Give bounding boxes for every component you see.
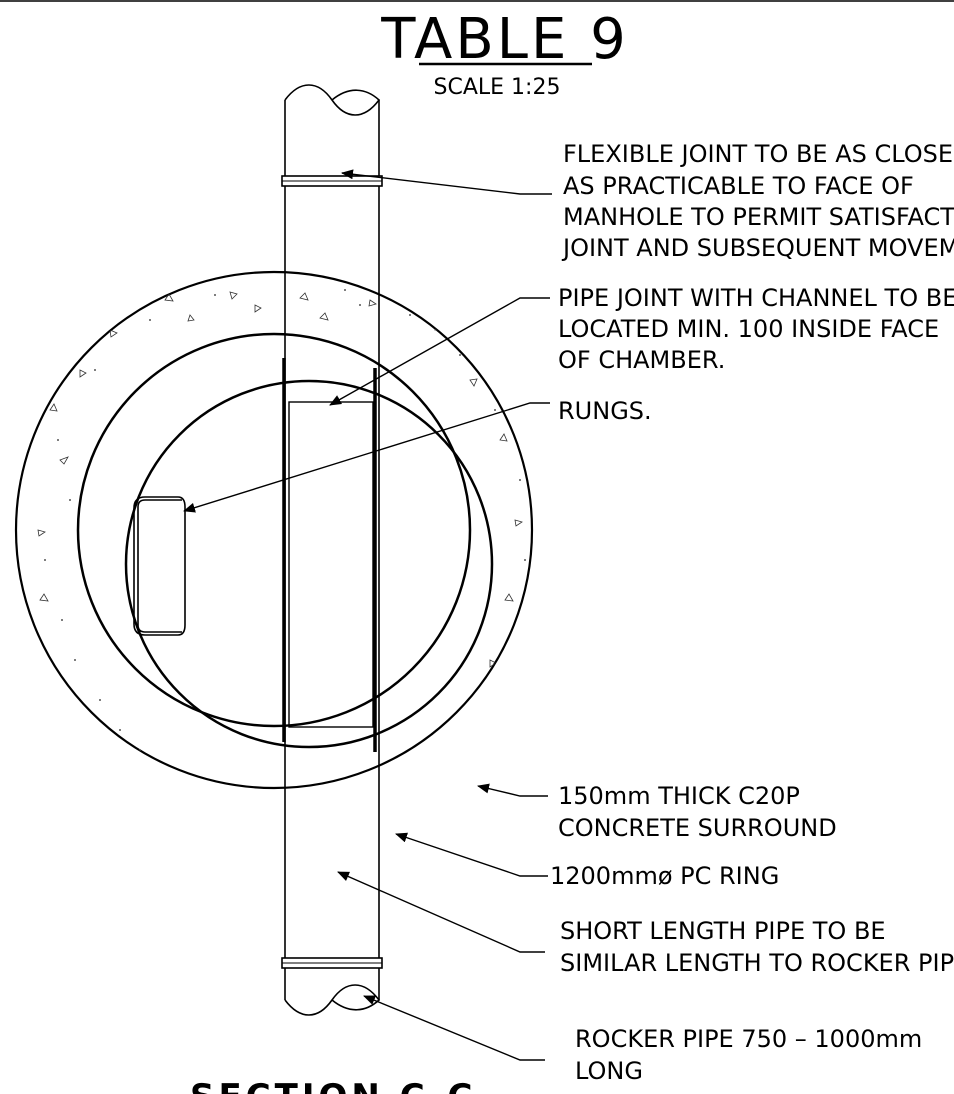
note-rungs: RUNGS. xyxy=(558,397,652,425)
svg-text:FLEXIBLE JOINT TO BE AS CLOSE: FLEXIBLE JOINT TO BE AS CLOSE xyxy=(563,140,953,168)
pipe-channel xyxy=(288,401,374,728)
pipe-run xyxy=(281,84,383,1016)
rungs xyxy=(133,496,186,636)
leader-pipe-joint xyxy=(329,297,550,406)
leader-concrete xyxy=(477,783,548,797)
pipe-break-top xyxy=(284,84,381,116)
concrete-surround xyxy=(14,270,534,790)
note-concrete-surround: 150mm THICK C20P CONCRETE SURROUND xyxy=(558,782,837,842)
pipe-break-bottom xyxy=(284,984,381,1016)
leader-rocker-pipe xyxy=(363,995,545,1061)
svg-text:RUNGS.: RUNGS. xyxy=(558,397,652,425)
leader-pc-ring xyxy=(395,832,548,877)
svg-text:CONCRETE SURROUND: CONCRETE SURROUND xyxy=(558,814,837,842)
note-short-pipe: SHORT LENGTH PIPE TO BE SIMILAR LENGTH T… xyxy=(560,917,954,977)
svg-text:LOCATED MIN. 100 INSIDE FACE: LOCATED MIN. 100 INSIDE FACE xyxy=(558,315,939,343)
svg-text:LONG: LONG xyxy=(575,1057,643,1085)
pc-ring-outer xyxy=(76,332,472,728)
svg-text:SHORT LENGTH PIPE TO BE: SHORT LENGTH PIPE TO BE xyxy=(560,917,886,945)
svg-text:OF CHAMBER.: OF CHAMBER. xyxy=(558,346,725,374)
flexible-joint-top xyxy=(281,175,383,187)
flexible-joint-bottom xyxy=(281,957,383,969)
svg-text:PIPE JOINT WITH CHANNEL TO BE: PIPE JOINT WITH CHANNEL TO BE xyxy=(558,284,954,312)
note-pc-ring: 1200mmø PC RING xyxy=(550,862,779,890)
drawing-scale: SCALE 1:25 xyxy=(434,75,561,100)
leader-flexible-joint xyxy=(341,169,552,195)
chamber-inner-wall xyxy=(124,379,494,749)
note-flexible-joint: FLEXIBLE JOINT TO BE AS CLOSE AS PRACTIC… xyxy=(561,140,954,262)
concrete-hatch-pattern xyxy=(37,289,526,788)
svg-text:MANHOLE TO PERMIT SATISFACTORY: MANHOLE TO PERMIT SATISFACTORY xyxy=(563,203,954,231)
svg-text:JOINT AND SUBSEQUENT MOVEMENT.: JOINT AND SUBSEQUENT MOVEMENT. xyxy=(561,234,954,262)
svg-text:150mm THICK C20P: 150mm THICK C20P xyxy=(558,782,800,810)
note-pipe-joint: PIPE JOINT WITH CHANNEL TO BE LOCATED MI… xyxy=(558,284,954,374)
svg-text:ROCKER PIPE 750 – 1000mm: ROCKER PIPE 750 – 1000mm xyxy=(575,1025,922,1053)
svg-text:AS PRACTICABLE TO FACE OF: AS PRACTICABLE TO FACE OF xyxy=(563,172,914,200)
svg-text:SIMILAR LENGTH TO ROCKER PIPE.: SIMILAR LENGTH TO ROCKER PIPE. xyxy=(560,949,954,977)
leader-short-pipe xyxy=(337,871,545,953)
leader-rungs xyxy=(183,402,550,513)
section-label: SECTION C-C xyxy=(190,1077,477,1094)
drawing-title: TABLE 9 xyxy=(380,7,629,72)
svg-text:1200mmø PC RING: 1200mmø PC RING xyxy=(550,862,779,890)
leader-lines xyxy=(183,169,552,1061)
note-rocker-pipe: ROCKER PIPE 750 – 1000mm LONG xyxy=(575,1025,922,1085)
